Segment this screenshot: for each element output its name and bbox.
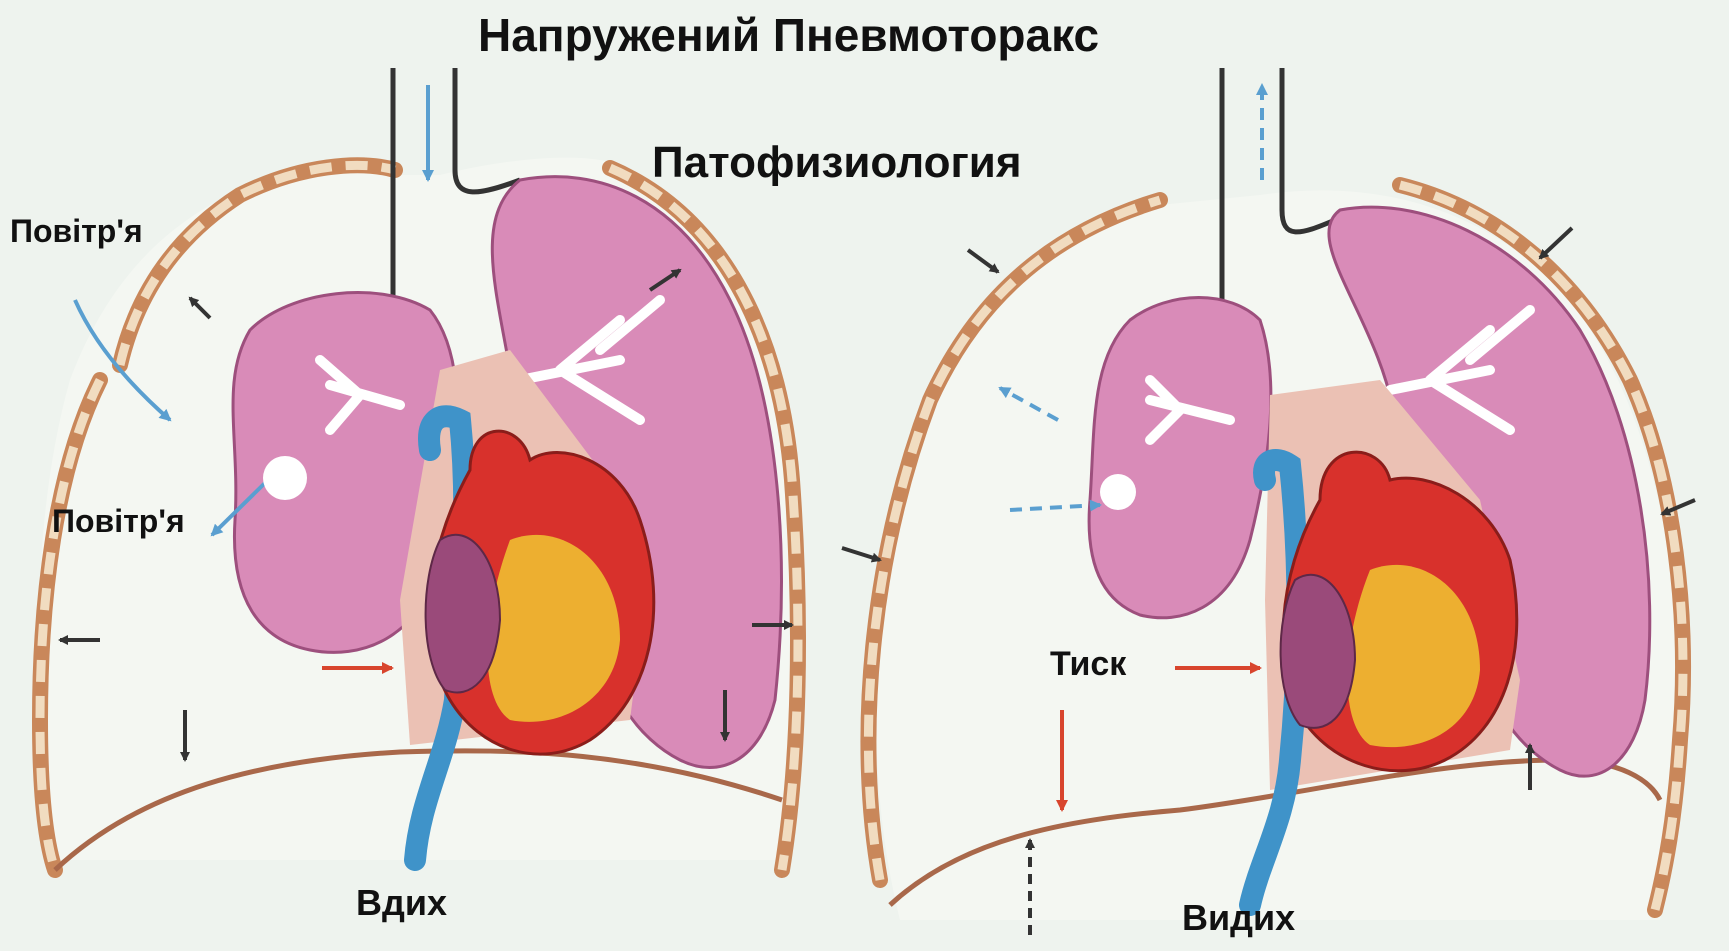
air-entry-label: Повітр'я [10,213,143,250]
exhale-label: Видих [1182,897,1295,939]
pressure-label: Тиск [1050,645,1126,684]
left-leak-site [263,456,307,500]
right-force-arrow [1540,228,1572,258]
diagram-title: Напружений Пневмоторакс [478,8,1099,62]
right-panel-expiration [842,68,1695,935]
right-leak-site [1100,474,1136,510]
air-leak-label: Повітр'я [52,503,185,540]
right-force-arrow [968,250,998,272]
diagram-subtitle: Патофизиология [652,138,1022,188]
right-force-arrow [842,548,880,560]
inhale-label: Вдих [356,882,447,924]
left-panel-inspiration [39,68,798,870]
